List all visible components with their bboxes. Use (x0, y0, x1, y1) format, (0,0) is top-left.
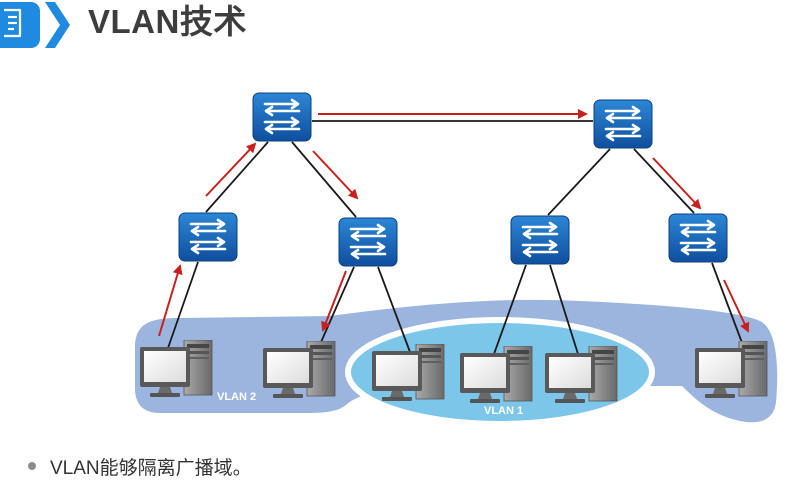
switch-icon (178, 212, 238, 262)
document-icon (4, 8, 22, 38)
bullet-list: VLAN能够隔离广播域。 (28, 452, 252, 480)
switch-icon (338, 217, 398, 267)
header-badge (0, 2, 70, 48)
link-core-left-to-access-2 (291, 141, 357, 218)
broadcast-arrow-pc1-to-access-1 (158, 264, 183, 337)
broadcast-arrow-core-right-to-access-4 (652, 157, 702, 210)
bullet-dot-icon (28, 462, 36, 470)
bullet-text: VLAN能够隔离广播域。 (50, 457, 252, 479)
broadcast-arrow-access-2-to-pc-2 (321, 270, 347, 332)
link-core-right-to-access-3 (547, 148, 611, 216)
switch-icon (510, 215, 570, 265)
broadcast-arrow-access-1-to-core-left (205, 142, 257, 197)
switch-icon (252, 92, 312, 142)
switch-icon (668, 213, 728, 263)
link-access-3-to-pc-5 (549, 264, 579, 355)
link-access-3-to-pc-4 (493, 264, 527, 355)
link-access-2-to-pc-2 (317, 266, 355, 350)
switch-icon (593, 99, 653, 149)
page-title: VLAN技术 (88, 3, 247, 40)
vlan2-label: VLAN 2 (217, 391, 256, 403)
link-access-4-to-pc-6 (711, 262, 745, 349)
link-core-left-to-access-1 (205, 141, 269, 213)
broadcast-arrow-access-4-to-pc-6 (723, 279, 750, 333)
header-chevron-icon (45, 2, 70, 48)
link-access-1-to-pc-1 (167, 261, 199, 349)
broadcast-arrow-core-left-to-access-2 (312, 150, 359, 200)
link-core-right-to-access-4 (633, 148, 695, 214)
bullet-item: VLAN能够隔离广播域。 (28, 452, 252, 480)
link-access-2-to-pc-3 (377, 266, 411, 353)
vlan1-label: VLAN 1 (484, 405, 523, 417)
